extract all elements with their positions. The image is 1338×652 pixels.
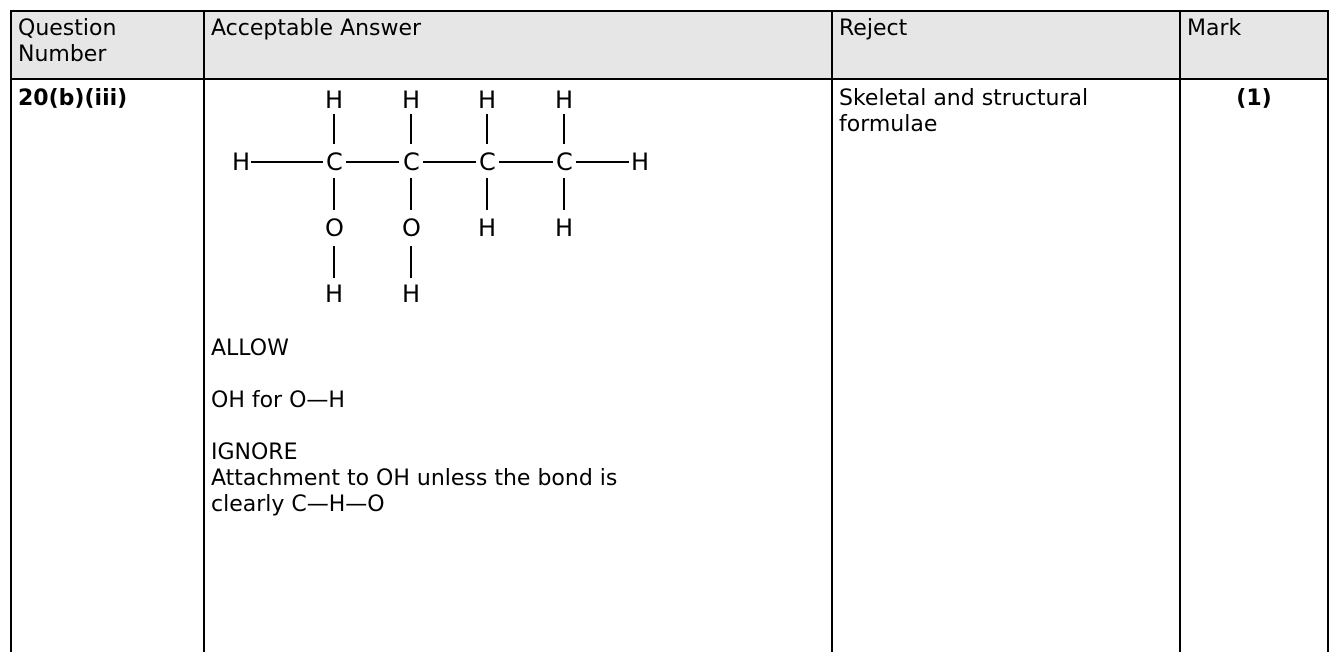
allow-heading: ALLOW [211,336,289,361]
ignore-heading: IGNORE [211,440,298,465]
atom-h-top-3: H [478,86,496,114]
atom-c3: C [479,148,496,176]
atom-c1: C [326,148,343,176]
question-number: 20(b)(iii) [10,78,205,652]
ignore-text-line1: Attachment to OH unless the bond is [211,466,618,491]
mark-scheme-table: Question Number Acceptable Answer Reject… [10,10,1329,652]
atom-h-mid-4: H [555,214,573,242]
atom-h-right: H [631,148,649,176]
atom-h-bot-1: H [325,280,343,308]
atom-h-top-2: H [402,86,420,114]
atom-h-left: H [232,148,250,176]
atom-o1: O [325,214,344,242]
atom-c2: C [403,148,420,176]
atom-o2: O [402,214,421,242]
structural-formula: H H H H H C C C C H O O H H H [232,86,649,308]
reject-cell: Skeletal and structural formulae [831,78,1181,652]
header-row: Question Number Acceptable Answer Reject… [10,10,1329,80]
acceptable-answer-cell: H H H H H C C C C H O O H H H [203,78,833,652]
atom-h-bot-2: H [402,280,420,308]
mark-scheme-sheet: Question Number Acceptable Answer Reject… [10,10,1329,652]
atom-c4: C [556,148,573,176]
header-mark: Mark [1179,10,1329,80]
header-reject: Reject [831,10,1181,80]
answer-row: 20(b)(iii) [10,78,1329,652]
atom-h-top-1: H [325,86,343,114]
header-question-number: Question Number [10,10,205,80]
allow-text: OH for O—H [211,388,345,413]
header-acceptable-answer: Acceptable Answer [203,10,833,80]
atom-h-top-4: H [555,86,573,114]
mark-cell: (1) [1179,78,1329,652]
atom-h-mid-3: H [478,214,496,242]
ignore-text-line2: clearly C—H—O [211,492,385,517]
